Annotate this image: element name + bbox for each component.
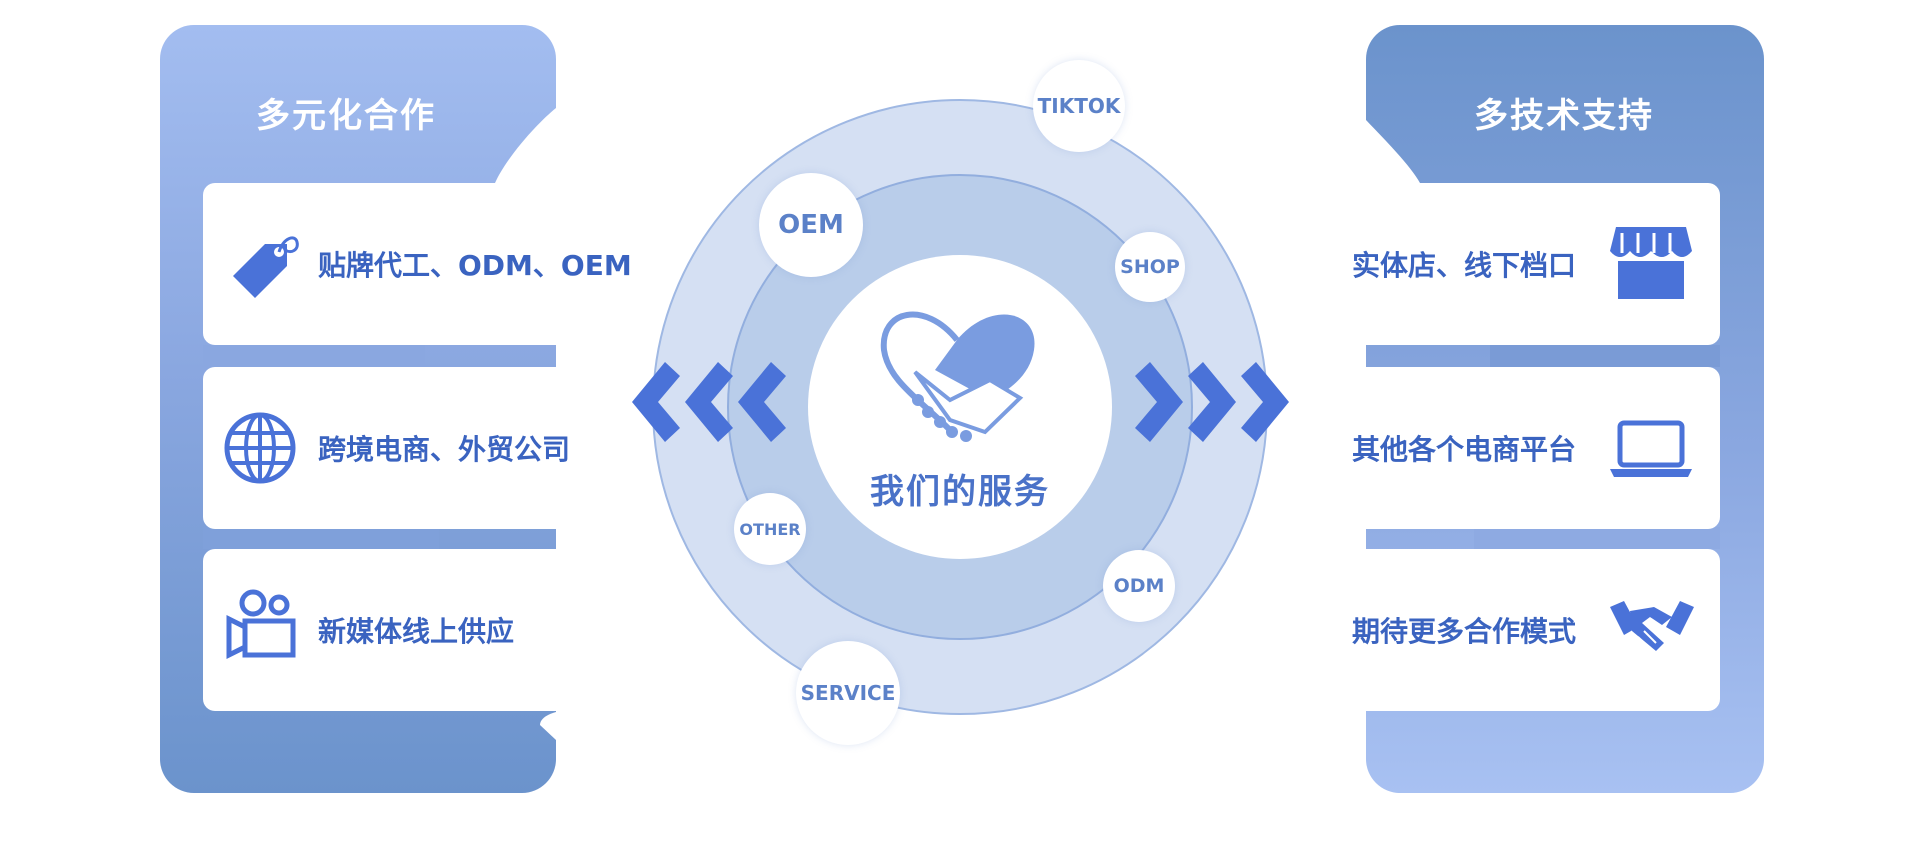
left-card-2: 跨境电商、外贸公司 bbox=[203, 367, 593, 529]
right-card-2-label: 其他各个电商平台 bbox=[1352, 433, 1577, 466]
storefront-icon bbox=[1610, 227, 1692, 299]
handshake-icon bbox=[1610, 601, 1694, 651]
globe-icon bbox=[224, 412, 296, 484]
left-chevrons-icon bbox=[632, 362, 786, 442]
node-tiktok: TIKTOK bbox=[1033, 60, 1125, 152]
right-card-3-label: 期待更多合作模式 bbox=[1352, 615, 1577, 648]
node-service: SERVICE bbox=[796, 641, 900, 745]
heart-handshake-icon bbox=[880, 311, 1035, 442]
node-shop: SHOP bbox=[1115, 232, 1185, 302]
node-other: OTHER bbox=[734, 493, 806, 565]
laptop-icon bbox=[1610, 420, 1692, 477]
left-card-3: 新媒体线上供应 bbox=[203, 549, 593, 711]
left-card-1: 贴牌代工、ODM、OEM bbox=[203, 183, 632, 345]
left-panel-title: 多元化合作 bbox=[256, 96, 436, 136]
right-card-3: 期待更多合作模式 bbox=[1330, 549, 1720, 711]
right-panel-title: 多技术支持 bbox=[1474, 96, 1654, 136]
video-camera-icon bbox=[226, 589, 296, 660]
price-tag-icon bbox=[233, 236, 299, 298]
right-card-1: 实体店、线下档口 bbox=[1330, 183, 1720, 345]
right-card-2: 其他各个电商平台 bbox=[1330, 367, 1720, 529]
right-card-1-label: 实体店、线下档口 bbox=[1352, 249, 1577, 282]
node-oem: OEM bbox=[759, 173, 863, 277]
left-card-3-label: 新媒体线上供应 bbox=[318, 615, 515, 648]
right-chevrons-icon bbox=[1135, 362, 1289, 442]
center-title: 我们的服务 bbox=[870, 472, 1050, 512]
node-odm: ODM bbox=[1103, 550, 1175, 622]
left-card-2-label: 跨境电商、外贸公司 bbox=[318, 433, 571, 466]
left-card-1-label: 贴牌代工、ODM、OEM bbox=[318, 249, 632, 282]
